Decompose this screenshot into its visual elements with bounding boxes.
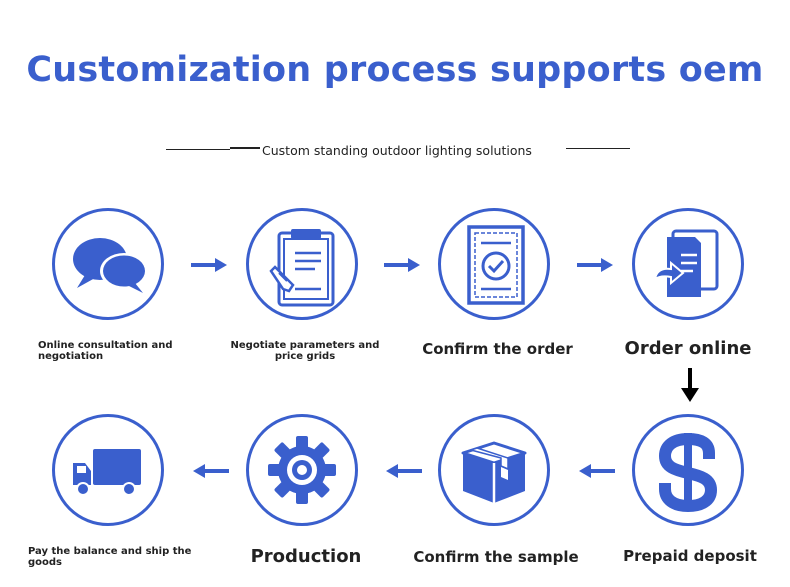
page-title: Customization process supports oem <box>26 50 764 90</box>
step-circle-confirm-order <box>438 208 550 320</box>
step-circle-ship <box>52 414 164 526</box>
dollar-icon <box>658 432 718 513</box>
step-circle-order-online <box>632 208 744 320</box>
arrow-left-icon <box>386 464 422 478</box>
step-circle-negotiate <box>246 208 358 320</box>
arrow-right-icon <box>384 258 420 272</box>
step-label-ship: Pay the balance and ship the goods <box>28 546 192 568</box>
delivery-truck-icon <box>73 449 141 496</box>
arrow-left-icon <box>193 464 229 478</box>
arrow-right-icon <box>577 258 613 272</box>
subtitle-rule-left <box>166 149 230 150</box>
step-label-consultation: Online consultation and negotiation <box>38 340 173 362</box>
step-label-order-online: Order online <box>624 338 752 359</box>
step-label-deposit: Prepaid deposit <box>623 547 757 565</box>
step-label-production: Production <box>250 546 362 567</box>
step-circle-production <box>246 414 358 526</box>
gear-icon <box>268 436 336 504</box>
step-label-negotiate: Negotiate parameters and price grids <box>230 340 380 362</box>
step-circle-deposit <box>632 414 744 526</box>
subtitle-rule-right <box>566 148 630 149</box>
arrow-down-icon <box>681 368 699 402</box>
step-label-confirm-sample: Confirm the sample <box>413 548 579 566</box>
folder-arrow-icon <box>653 229 719 297</box>
step-circle-consultation <box>52 208 164 320</box>
step-circle-confirm-sample <box>438 414 550 526</box>
step-label-confirm-order: Confirm the order <box>422 340 573 358</box>
arrow-right-icon <box>191 258 227 272</box>
arrow-left-icon <box>579 464 615 478</box>
document-check-icon <box>467 225 525 305</box>
package-box-icon <box>461 441 527 503</box>
subtitle: Custom standing outdoor lighting solutio… <box>262 143 532 158</box>
subtitle-rule-left-bold <box>230 147 260 149</box>
subtitle-row: Custom standing outdoor lighting solutio… <box>0 143 790 159</box>
clipboard-pen-icon <box>269 229 335 307</box>
chat-bubbles-icon <box>73 238 148 293</box>
